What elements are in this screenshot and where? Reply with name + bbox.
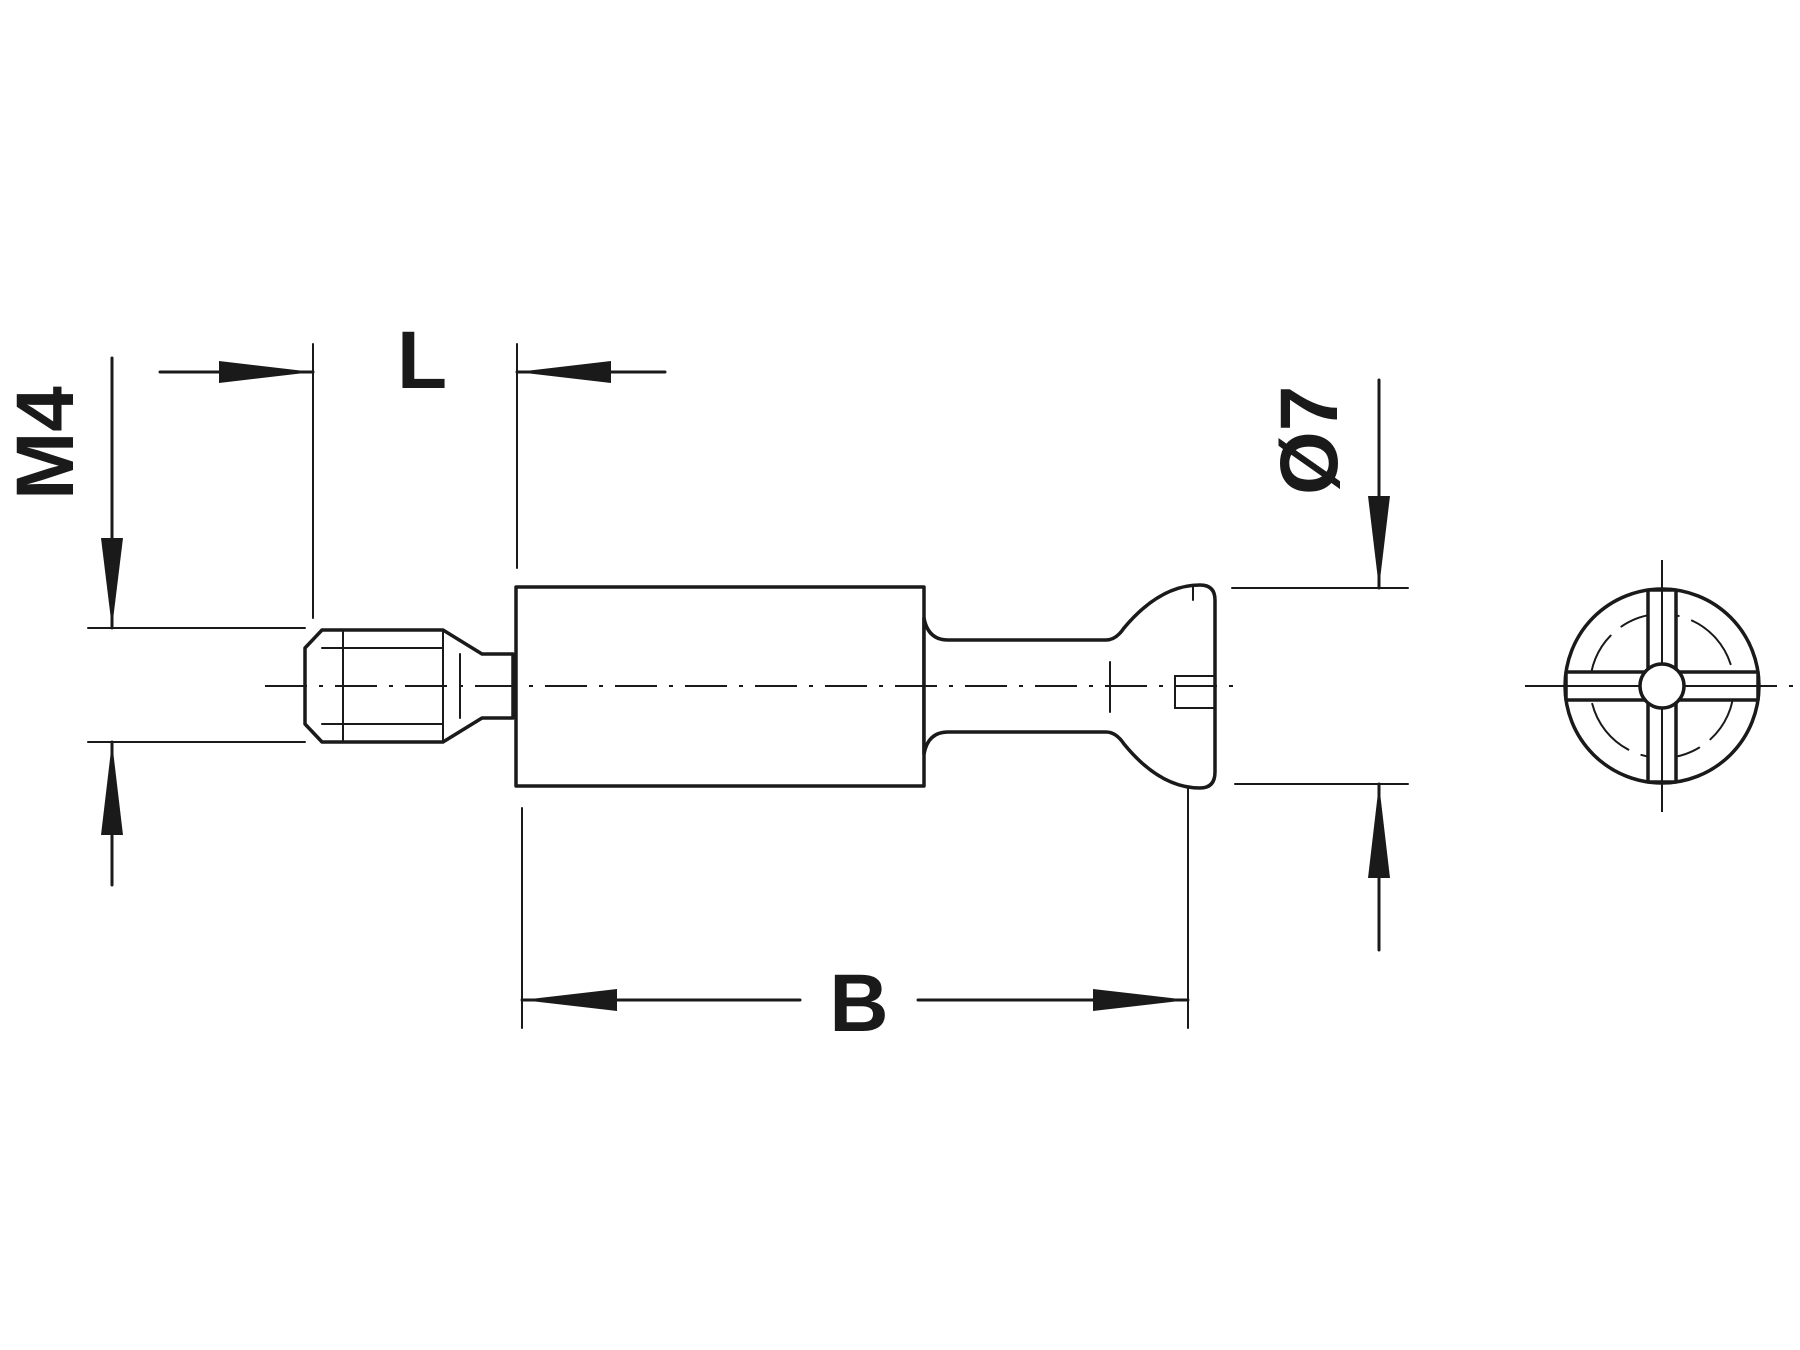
diameter-label: Ø7 <box>1264 386 1355 495</box>
b-dimension: B <box>520 734 1190 1049</box>
l-dimension: L <box>158 315 667 619</box>
l-arrow-right <box>219 361 313 383</box>
bolt-side-view <box>265 583 1245 790</box>
m4-dimension: M4 <box>0 356 306 887</box>
bolt-end-view <box>1525 560 1798 822</box>
l-label: L <box>397 315 447 406</box>
m4-arrow-down <box>101 538 123 628</box>
dia-arrow-down <box>1368 496 1390 588</box>
b-arrow-right <box>1093 989 1188 1011</box>
center-hole <box>1638 662 1686 710</box>
l-arrow-left <box>517 361 611 383</box>
dia-arrow-up <box>1368 784 1390 878</box>
m4-label: M4 <box>0 386 91 500</box>
m4-arrow-up <box>101 742 123 835</box>
b-arrow-left <box>522 989 617 1011</box>
b-label: B <box>829 958 888 1049</box>
diameter-dimension: Ø7 <box>1231 378 1409 952</box>
